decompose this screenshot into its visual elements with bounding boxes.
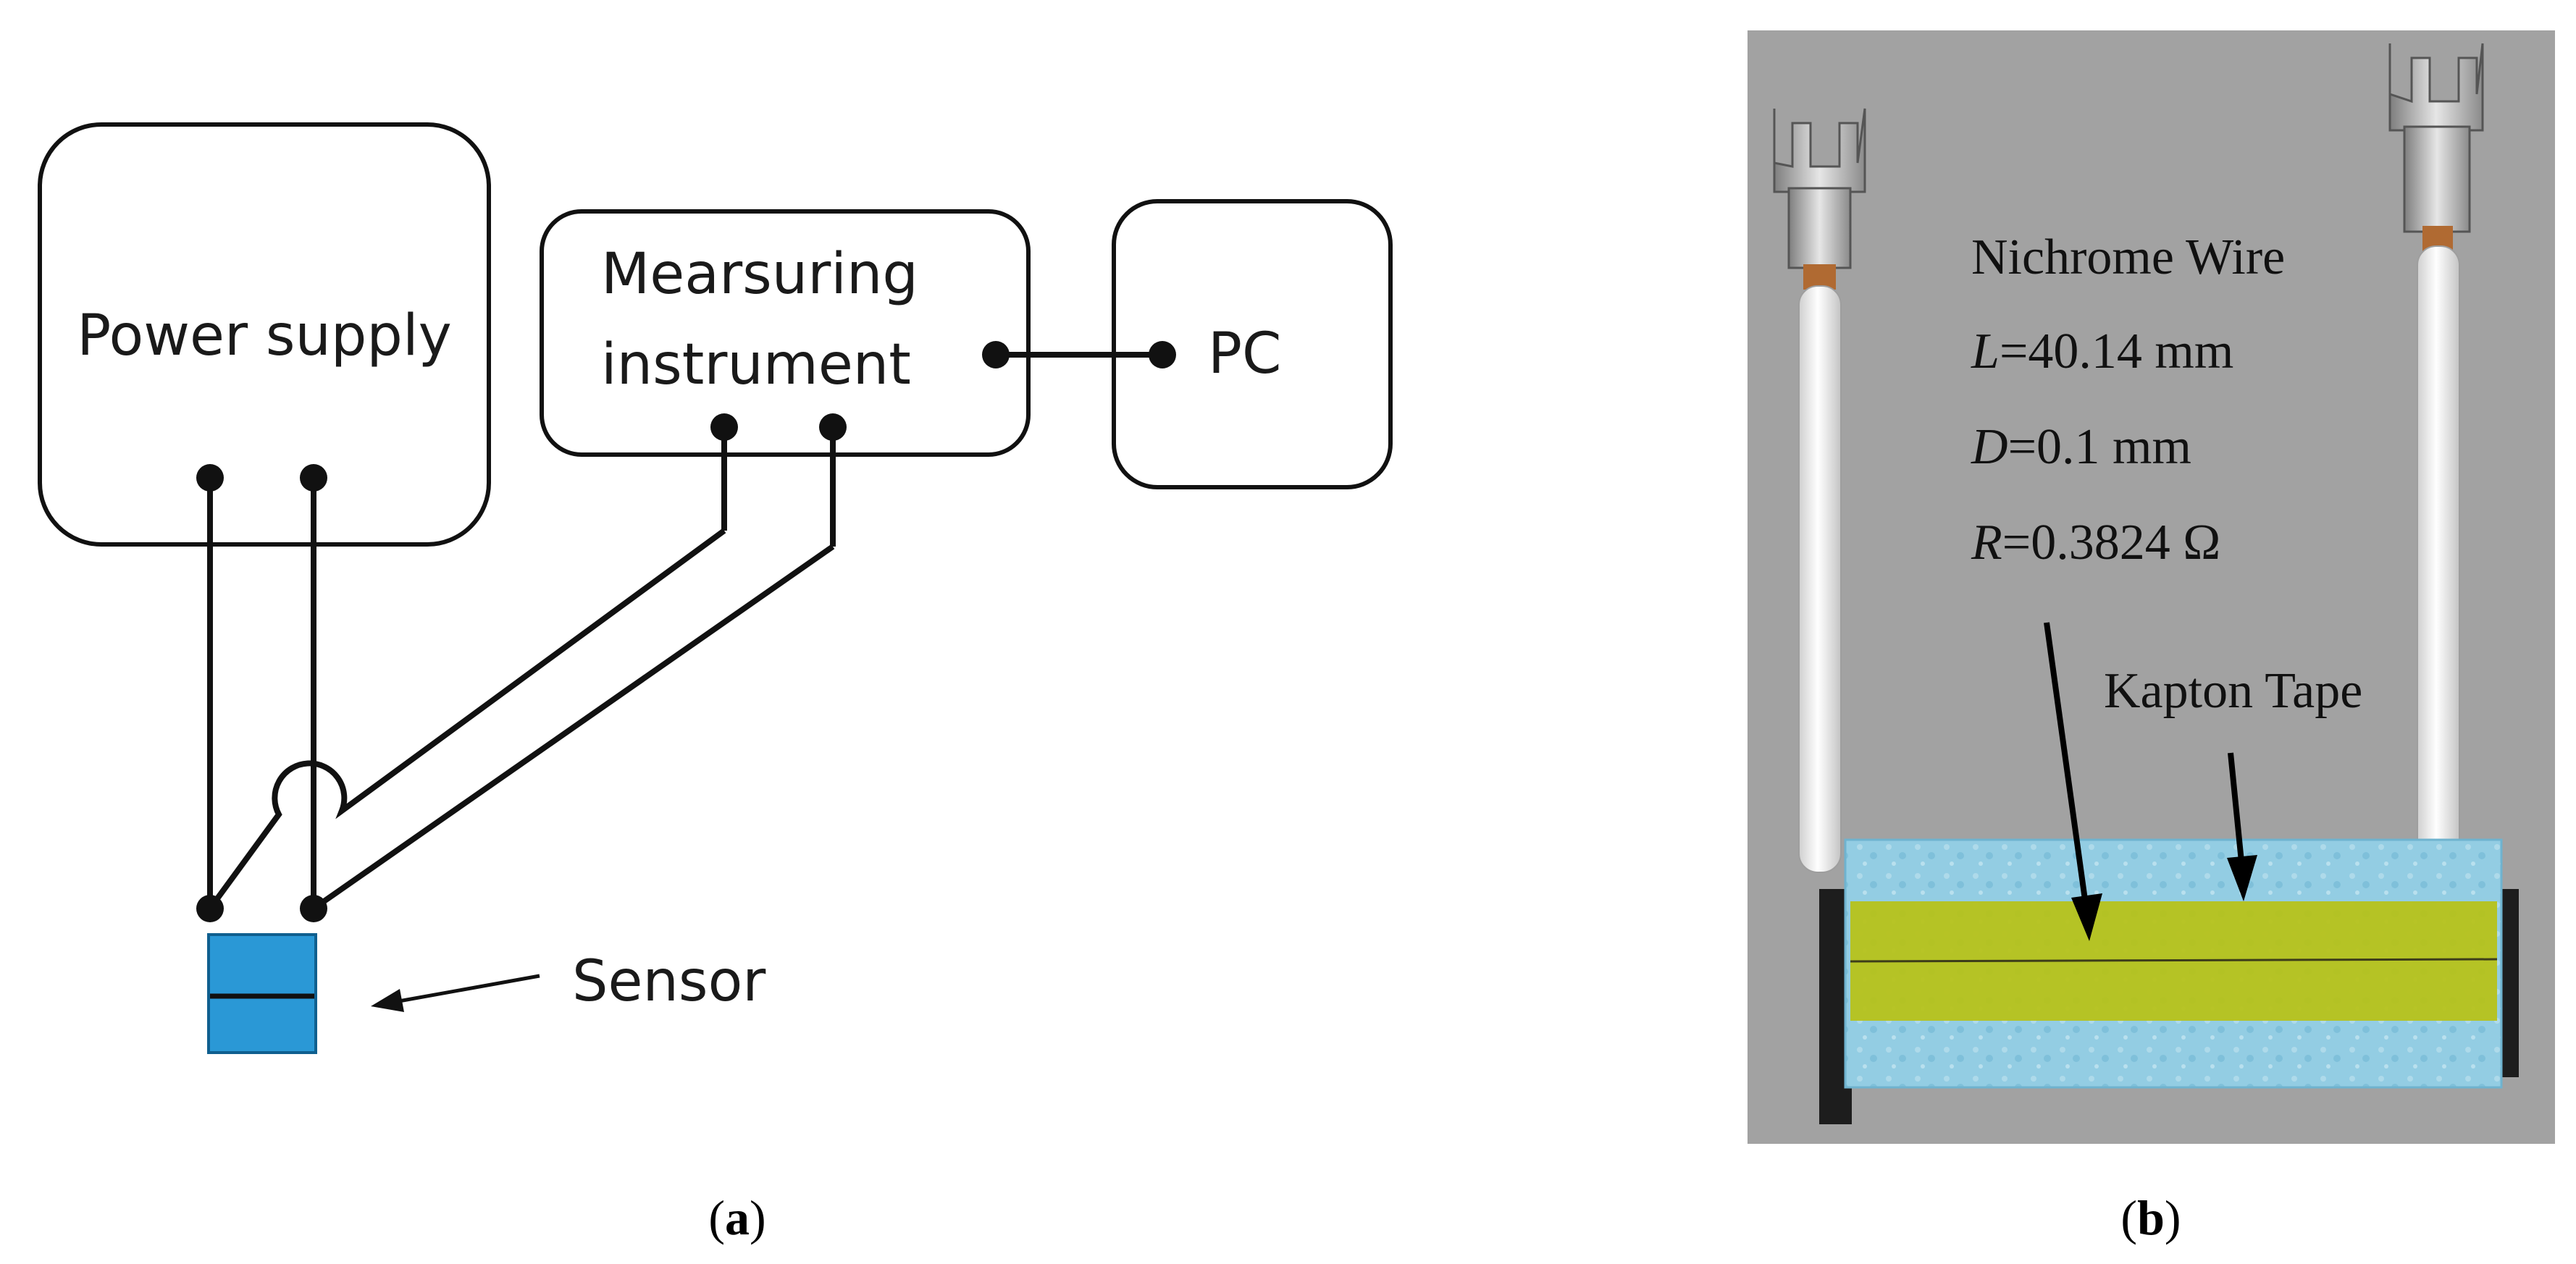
panel-b: Nichrome Wire L=40.14 mm D=0.1 mm R=0.38… (1748, 30, 2555, 1245)
measuring-instrument-label-line1: Mearsuring (601, 242, 918, 307)
measuring-instrument-label-line2: instrument (601, 332, 911, 397)
wires (207, 352, 1162, 911)
terminal-dots (196, 341, 1176, 922)
right-cable (2388, 43, 2484, 869)
nichrome-wire-label: Nichrome Wire (1971, 229, 2285, 285)
caption-b-letter: b (2137, 1190, 2165, 1245)
left-cable (1773, 108, 1866, 873)
kapton-tape-label: Kapton Tape (2104, 663, 2362, 719)
sensor-label: Sensor (572, 949, 766, 1014)
sensor (207, 933, 317, 1054)
caption-a: (a) (708, 1190, 765, 1245)
sensor-arrow (371, 974, 540, 1012)
wire-arrow (2044, 622, 2102, 941)
nichrome-wire (1850, 958, 2498, 963)
power-supply-label: Power supply (77, 303, 452, 368)
measuring-instrument-box (540, 209, 1031, 457)
sensor-assembly (1819, 838, 2519, 1124)
pc-box (1112, 199, 1393, 489)
resistance-label: R=0.3824 Ω (1971, 515, 2220, 570)
power-supply-box (38, 122, 491, 547)
caption-a-letter: a (725, 1190, 750, 1245)
pc-label: PC (1208, 321, 1282, 387)
diameter-label: D=0.1 mm (1971, 419, 2191, 475)
tape-arrow (2227, 752, 2257, 901)
panel-a: Power supply Mearsuring instrument PC (38, 122, 1393, 1245)
length-label: L=40.14 mm (1971, 324, 2233, 379)
caption-b: (b) (2120, 1190, 2181, 1245)
